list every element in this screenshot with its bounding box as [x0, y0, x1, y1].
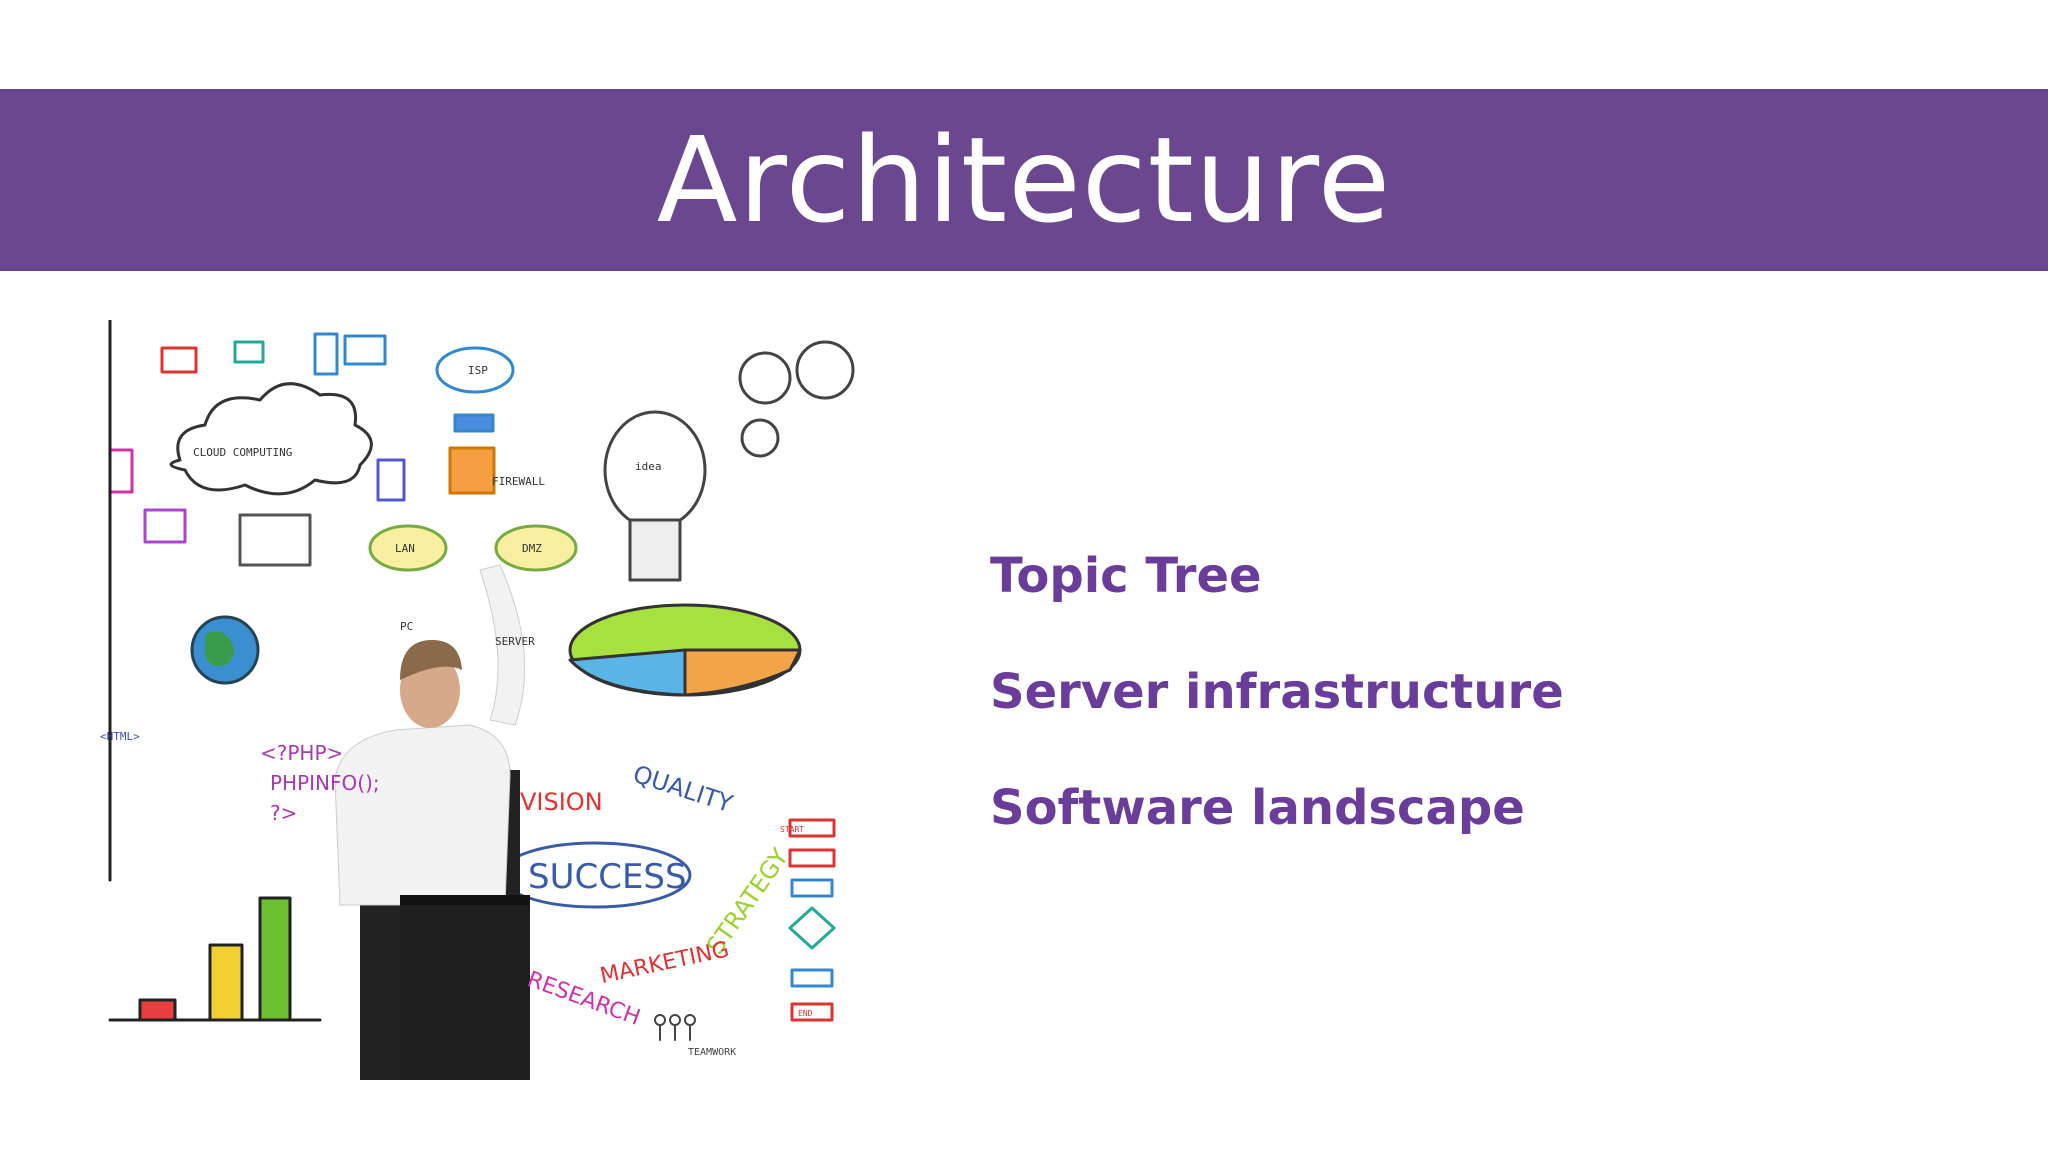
label-phpinfo: PHPINFO();: [270, 771, 380, 795]
bar-red: [138, 998, 177, 1022]
bullet-item: Server infrastructure: [990, 664, 1564, 720]
monitor-icon: [343, 334, 387, 366]
label-start: START: [780, 825, 804, 834]
server-rack-icon: [376, 458, 406, 502]
label-dmz: DMZ: [522, 542, 542, 555]
person-figure: [334, 564, 530, 1080]
label-end: END: [798, 1009, 813, 1018]
firewall-icon: [448, 446, 496, 495]
cloud-icon: [169, 382, 373, 496]
gear-icon: [738, 351, 792, 405]
camera-icon: [233, 340, 265, 364]
bullet-list: Topic Tree Server infrastructure Softwar…: [990, 540, 1564, 888]
phone-icon: [108, 448, 134, 494]
label-vision: VISION: [520, 788, 603, 816]
label-php-tag: <?PHP>: [260, 741, 343, 765]
lan-cloud-icon: [368, 524, 448, 572]
label-lan: LAN: [395, 542, 415, 555]
bullet-item: Software landscape: [990, 780, 1525, 836]
bullet-item: Topic Tree: [990, 548, 1262, 604]
label-server: SERVER: [495, 635, 535, 648]
label-question: ?>: [270, 801, 297, 825]
label-cloud: CLOUD COMPUTING: [193, 446, 292, 459]
dmz-cloud-icon: [494, 524, 578, 572]
label-quality: QUALITY: [630, 760, 737, 818]
tablet-icon: [238, 513, 312, 567]
label-isp: ISP: [468, 364, 488, 377]
label-html: <HTML>: [100, 730, 140, 743]
whiteboard-illustration: CLOUD COMPUTING ISP FIREWALL LAN DMZ ide…: [100, 320, 855, 1080]
flowchart-start: [788, 818, 836, 838]
document-icon: [143, 508, 187, 544]
title-banner: Architecture: [0, 89, 2048, 271]
computer-icon: [313, 332, 339, 376]
label-teamwork: TEAMWORK: [688, 1047, 736, 1058]
slide-title: Architecture: [656, 111, 1392, 249]
label-success: SUCCESS: [528, 857, 687, 897]
router-icon: [453, 413, 495, 433]
label-idea: idea: [635, 460, 662, 473]
isp-cloud-icon: [435, 346, 515, 394]
label-pc: PC: [400, 620, 413, 633]
bar-yellow: [208, 943, 244, 1022]
teamwork-figures: [654, 1014, 696, 1041]
label-marketing: MARKETING: [598, 937, 731, 989]
bar-green: [258, 896, 292, 1022]
laptop-icon: [160, 346, 198, 374]
label-firewall: FIREWALL: [492, 475, 545, 488]
